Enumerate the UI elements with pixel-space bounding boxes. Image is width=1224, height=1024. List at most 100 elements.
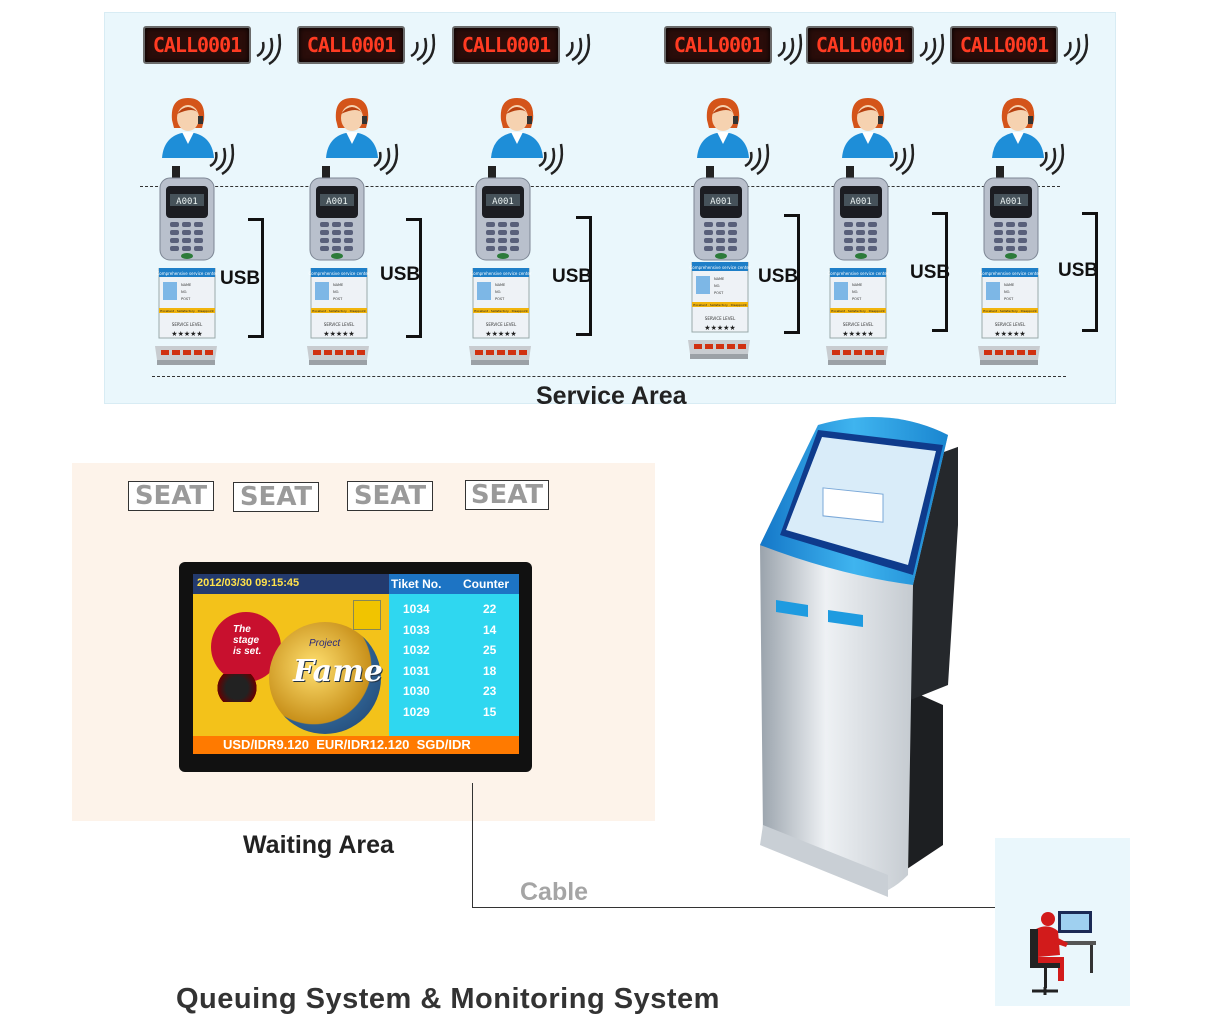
svg-text:A001: A001 xyxy=(710,197,732,207)
usb-connection-bracket xyxy=(1082,212,1098,332)
svg-text:Comprehensive service center: Comprehensive service center xyxy=(828,271,889,276)
svg-text:A001: A001 xyxy=(326,197,348,207)
staff-person-icon xyxy=(697,98,749,158)
waiting-area-title: Waiting Area xyxy=(243,831,394,859)
ticket-kiosk xyxy=(760,417,958,897)
wireless-signal-icon xyxy=(533,140,569,176)
staff-person-icon xyxy=(992,98,1044,158)
svg-text:★★★★★: ★★★★★ xyxy=(842,330,873,338)
wireless-signal-icon xyxy=(772,30,808,66)
ticket-number: 1032 xyxy=(403,643,430,657)
svg-text:Excellent · Satisfactory · Dis: Excellent · Satisfactory · Disappoint xyxy=(831,309,885,313)
service-evaluator-device: Comprehensive service center NAME NO. PO… xyxy=(307,268,370,365)
svg-text:NAME: NAME xyxy=(714,277,724,281)
usb-connection-bracket xyxy=(248,218,264,338)
svg-text:NO.: NO. xyxy=(495,290,501,294)
led-call-display: CALL0001 xyxy=(297,26,405,64)
wireless-signal-icon xyxy=(560,30,596,66)
svg-text:SERVICE LEVEL: SERVICE LEVEL xyxy=(705,316,736,321)
caller-keypad-device: A001 xyxy=(309,166,365,261)
wireless-signal-icon xyxy=(884,140,920,176)
display-datetime: 2012/03/30 09:15:45 xyxy=(197,577,300,589)
svg-text:SERVICE LEVEL: SERVICE LEVEL xyxy=(843,322,874,327)
usb-connection-bracket xyxy=(784,214,800,334)
service-evaluator-device: Comprehensive service center NAME NO. PO… xyxy=(826,268,889,365)
led-call-display: CALL0001 xyxy=(950,26,1058,64)
svg-text:A001: A001 xyxy=(176,197,198,207)
counter-number: 25 xyxy=(483,643,497,657)
svg-text:NAME: NAME xyxy=(495,283,505,287)
staff-person-icon xyxy=(491,98,543,158)
monitoring-operator-icon xyxy=(1030,911,1096,995)
header-counter: Counter xyxy=(463,577,509,591)
globe-logo xyxy=(269,622,381,734)
svg-text:A001: A001 xyxy=(850,197,872,207)
wireless-signal-icon xyxy=(1058,30,1094,66)
led-call-display: CALL0001 xyxy=(143,26,251,64)
ticket-number: 1031 xyxy=(403,663,430,678)
seat-sign: SEAT xyxy=(128,481,214,511)
svg-text:NAME: NAME xyxy=(852,283,862,287)
svg-text:★★★★★: ★★★★★ xyxy=(994,330,1025,338)
led-call-display: CALL0001 xyxy=(806,26,914,64)
wireless-signal-icon xyxy=(251,30,287,66)
counter-number: 14 xyxy=(483,622,497,637)
service-evaluator-device: Comprehensive service center NAME NO. PO… xyxy=(688,262,751,359)
seat-sign: SEAT xyxy=(347,481,433,511)
wireless-signal-icon xyxy=(1034,140,1070,176)
svg-text:★★★★★: ★★★★★ xyxy=(171,330,202,338)
svg-text:SERVICE LEVEL: SERVICE LEVEL xyxy=(172,322,203,327)
svg-text:SERVICE LEVEL: SERVICE LEVEL xyxy=(486,322,517,327)
svg-text:Comprehensive service center: Comprehensive service center xyxy=(157,271,218,276)
wireless-signal-icon xyxy=(204,140,240,176)
svg-text:Excellent · Satisfactory · Dis: Excellent · Satisfactory · Disappoint xyxy=(474,309,528,313)
ticket-number: 1033 xyxy=(403,622,430,637)
led-call-display: CALL0001 xyxy=(664,26,772,64)
svg-text:A001: A001 xyxy=(492,197,514,207)
usb-label: USB xyxy=(1058,260,1099,281)
wireless-signal-icon xyxy=(405,30,441,66)
ticket-number: 1029 xyxy=(403,704,430,719)
usb-connection-bracket xyxy=(576,216,592,336)
svg-text:NO.: NO. xyxy=(181,290,187,294)
counter-number: 22 xyxy=(483,602,497,616)
promo-text: The stage is set. xyxy=(233,624,262,657)
counter-number: 15 xyxy=(483,704,497,719)
service-floor-line xyxy=(152,376,1066,377)
cable-label: Cable xyxy=(520,878,589,906)
svg-text:Excellent · Satisfactory · Dis: Excellent · Satisfactory · Disappoint xyxy=(160,309,214,313)
caller-keypad-device: A001 xyxy=(159,166,215,261)
svg-text:Comprehensive service center: Comprehensive service center xyxy=(690,265,751,270)
svg-text:NO.: NO. xyxy=(1004,290,1010,294)
service-area-title: Service Area xyxy=(536,382,687,410)
promo-panel: 2012/03/30 09:15:45 The stage is set. Pr… xyxy=(193,574,389,754)
svg-text:NAME: NAME xyxy=(181,283,191,287)
counter-number: 23 xyxy=(483,684,497,698)
svg-text:NO.: NO. xyxy=(852,290,858,294)
usb-connection-bracket xyxy=(932,212,948,332)
queue-display-screen: 2012/03/30 09:15:45 The stage is set. Pr… xyxy=(179,562,532,772)
usb-label: USB xyxy=(910,262,951,283)
svg-text:Excellent · Satisfactory · Dis: Excellent · Satisfactory · Disappoint xyxy=(983,309,1037,313)
svg-text:POST: POST xyxy=(333,297,343,301)
svg-text:★★★★★: ★★★★★ xyxy=(704,324,735,332)
svg-text:Comprehensive service center: Comprehensive service center xyxy=(471,271,532,276)
svg-text:SERVICE LEVEL: SERVICE LEVEL xyxy=(995,322,1026,327)
svg-text:Comprehensive service center: Comprehensive service center xyxy=(309,271,370,276)
svg-text:POST: POST xyxy=(852,297,862,301)
fame-logo: Fame xyxy=(293,654,383,689)
wireless-signal-icon xyxy=(739,140,775,176)
usb-connection-bracket xyxy=(406,218,422,338)
service-evaluator-device: Comprehensive service center NAME NO. PO… xyxy=(155,268,218,365)
counter-number: 18 xyxy=(483,663,497,678)
footer-title: Queuing System & Monitoring System xyxy=(176,983,720,1015)
svg-text:★★★★★: ★★★★★ xyxy=(485,330,516,338)
staff-person-icon xyxy=(326,98,378,158)
usb-label: USB xyxy=(220,268,261,289)
ticket-number: 1034 xyxy=(403,602,430,616)
caller-keypad-device: A001 xyxy=(833,166,889,261)
header-ticket: Tiket No. xyxy=(391,577,442,591)
usb-label: USB xyxy=(552,266,593,287)
svg-text:A001: A001 xyxy=(1000,197,1022,207)
caller-keypad-device: A001 xyxy=(475,166,531,261)
